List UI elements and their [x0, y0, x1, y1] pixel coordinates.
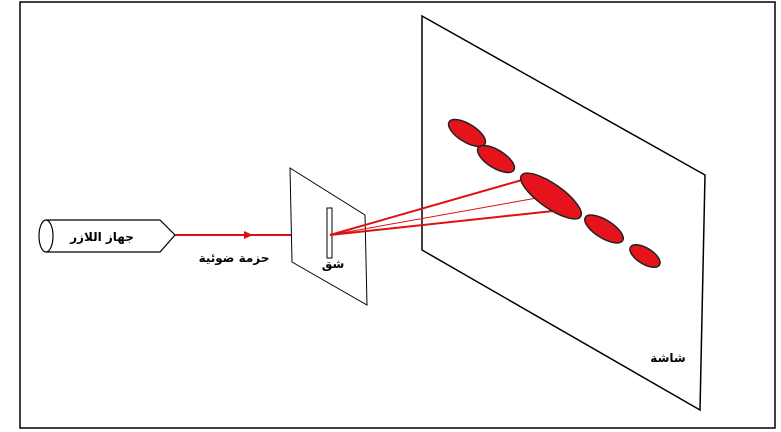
laser-device: جهاز اللازر [38, 219, 176, 253]
laser-aperture [38, 219, 54, 253]
central-spot [519, 172, 583, 220]
spot [629, 243, 661, 269]
spot [447, 118, 487, 148]
laser-label: جهاز اللازر [69, 230, 134, 244]
diagram-border [19, 1, 776, 429]
slit-plate: شق [289, 167, 368, 306]
beam-label: حزمة ضوئية [199, 251, 270, 266]
diffraction-spots [447, 118, 661, 269]
diffracted-rays [329, 179, 573, 236]
spot [583, 214, 625, 244]
slit [326, 207, 333, 259]
slit-label: شق [322, 257, 345, 271]
beam-arrow [244, 231, 253, 239]
spot [476, 144, 516, 174]
screen-label: شاشة [650, 351, 685, 365]
